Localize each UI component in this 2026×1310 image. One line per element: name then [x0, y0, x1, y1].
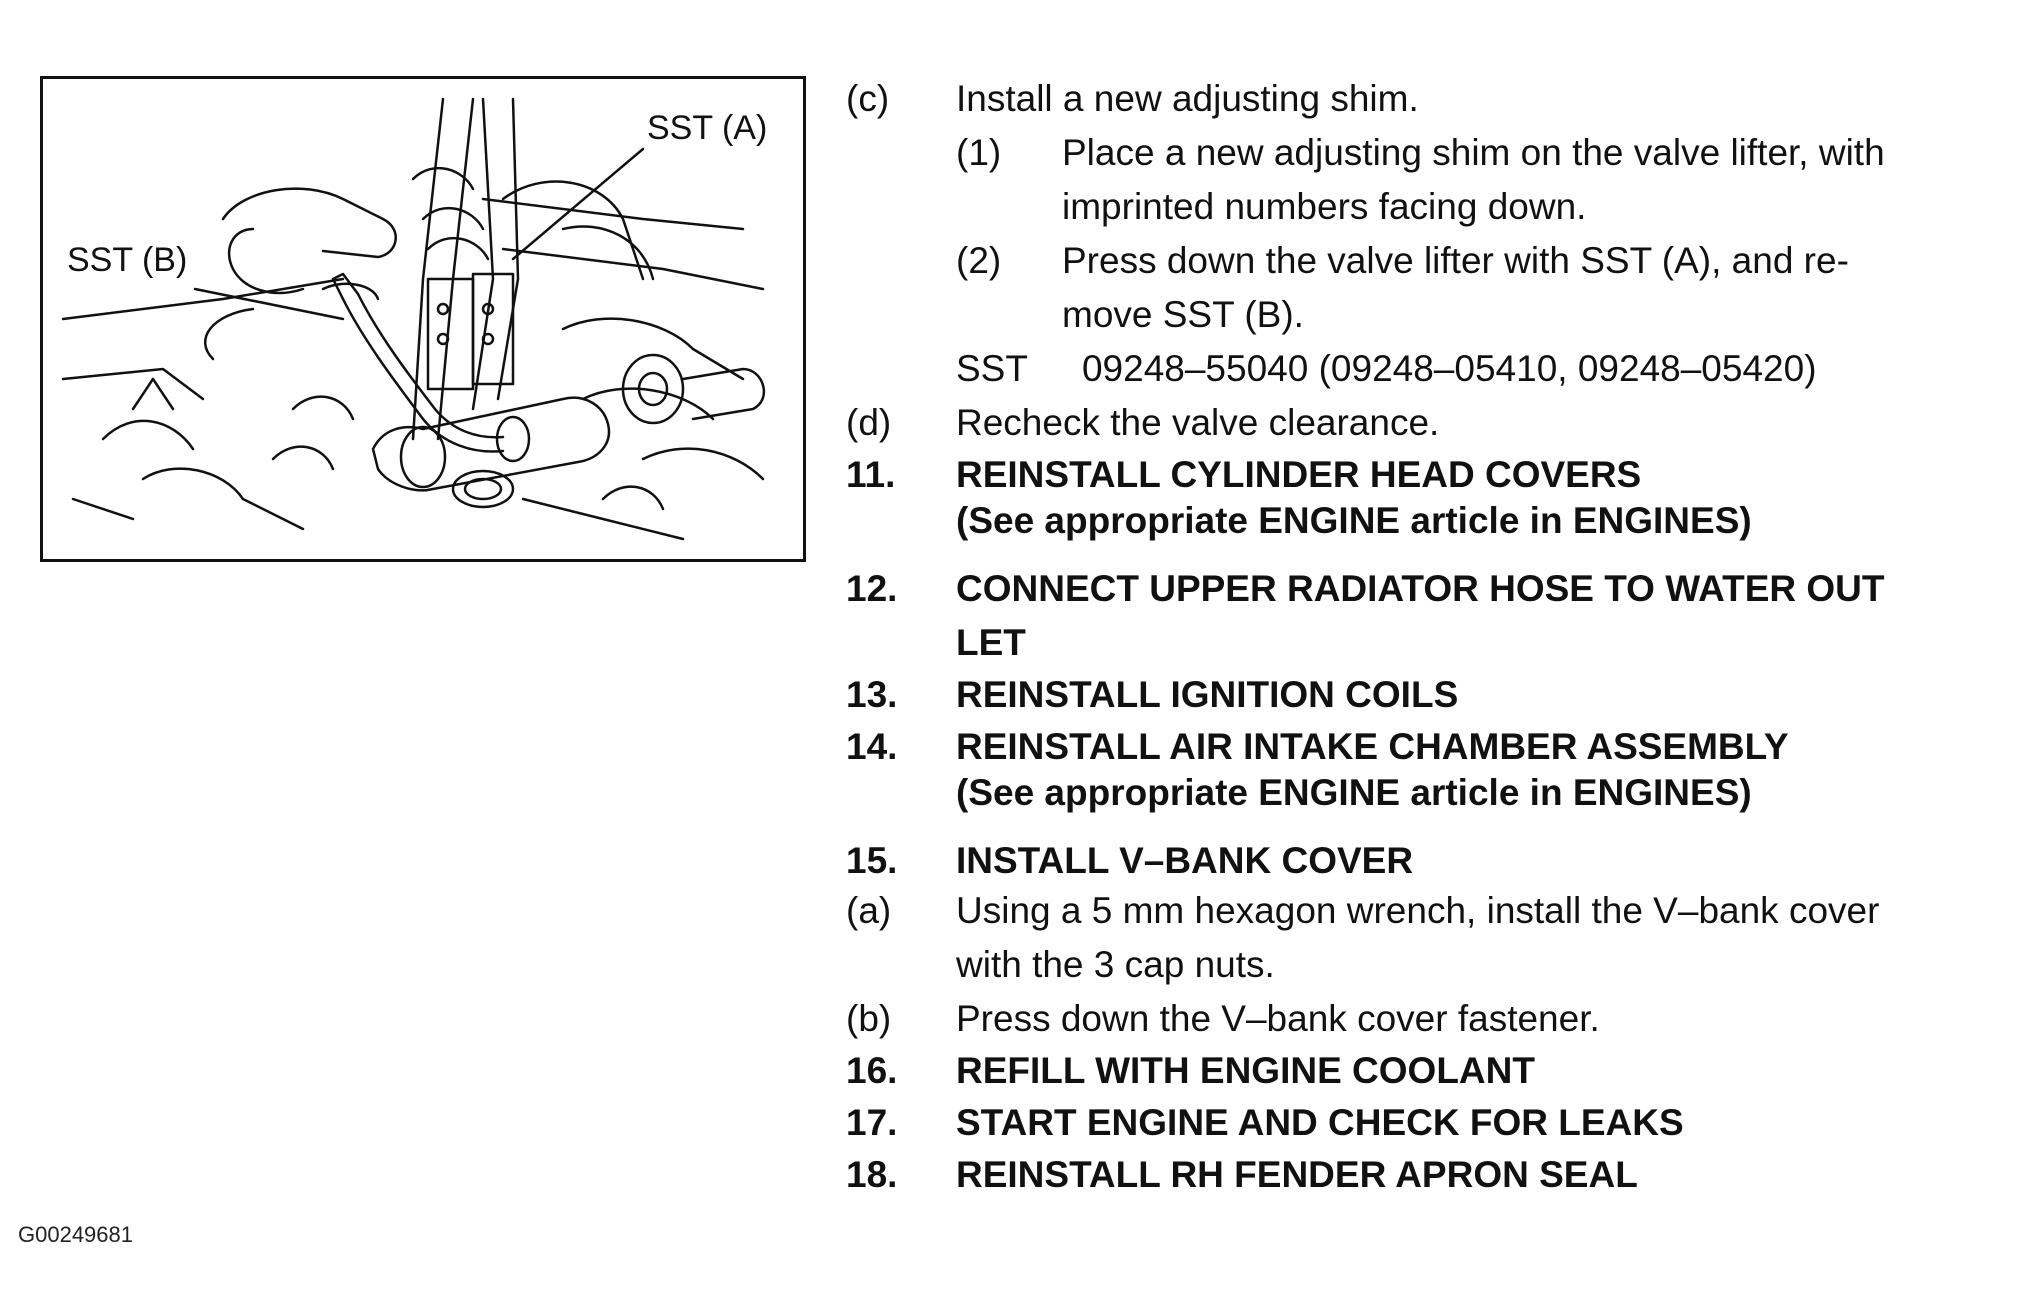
sst-a-callout: SST (A)	[645, 109, 770, 147]
valve-lifter-illustration	[61, 97, 765, 541]
step-11-note: (See appropriate ENGINE article in ENGIN…	[956, 500, 1752, 541]
step-16-number: 16.	[846, 1050, 898, 1091]
step-15a-line1: Using a 5 mm hexagon wrench, install the…	[956, 890, 1880, 931]
step-c1: (1) Place a new adjusting shim on the va…	[846, 126, 2016, 234]
step-13-number: 13.	[846, 674, 898, 715]
sst-spec: SST 09248–55040 (09248–05410, 09248–05420…	[956, 342, 2016, 396]
step-18: 18. REINSTALL RH FENDER APRON SEAL	[846, 1152, 2016, 1198]
step-c2-line1: Press down the valve lifter with SST (A)…	[1062, 240, 1849, 281]
step-15b-marker: (b)	[846, 998, 892, 1039]
step-12-number: 12.	[846, 568, 898, 609]
step-c2-marker: (2)	[956, 240, 1002, 281]
step-11: 11. REINSTALL CYLINDER HEAD COVERS	[846, 452, 2016, 498]
step-15: 15. INSTALL V–BANK COVER	[846, 838, 2016, 884]
step-c: (c) Install a new adjusting shim.	[846, 72, 2016, 126]
step-c2-line2: move SST (B).	[1062, 294, 1304, 335]
sst-b-callout: SST (B)	[65, 241, 190, 279]
step-14: 14. REINSTALL AIR INTAKE CHAMBER ASSEMBL…	[846, 724, 2016, 770]
step-15-number: 15.	[846, 840, 898, 881]
procedure-steps: (c) Install a new adjusting shim. (1) Pl…	[846, 72, 2016, 1198]
step-14-note: (See appropriate ENGINE article in ENGIN…	[956, 772, 1752, 813]
step-c1-line1: Place a new adjusting shim on the valve …	[1062, 132, 1885, 173]
step-17-text: START ENGINE AND CHECK FOR LEAKS	[956, 1102, 1684, 1143]
step-12-line2: LET	[956, 622, 1026, 663]
step-14-number: 14.	[846, 726, 898, 767]
illustration-panel: SST (A) SST (B)	[40, 76, 806, 562]
step-17: 17. START ENGINE AND CHECK FOR LEAKS	[846, 1100, 2016, 1146]
step-12: 12. CONNECT UPPER RADIATOR HOSE TO WATER…	[846, 566, 2016, 666]
step-18-text: REINSTALL RH FENDER APRON SEAL	[956, 1154, 1638, 1195]
step-18-number: 18.	[846, 1154, 898, 1195]
step-15b-text: Press down the V–bank cover fastener.	[956, 998, 1600, 1039]
step-d-text: Recheck the valve clearance.	[956, 402, 1440, 443]
step-16-text: REFILL WITH ENGINE COOLANT	[956, 1050, 1535, 1091]
step-15b: (b) Press down the V–bank cover fastener…	[846, 992, 2016, 1046]
step-11-text: REINSTALL CYLINDER HEAD COVERS	[956, 454, 1642, 495]
step-15-text: INSTALL V–BANK COVER	[956, 840, 1414, 881]
step-d: (d) Recheck the valve clearance.	[846, 396, 2016, 450]
sst-label: SST	[956, 348, 1028, 389]
figure-id: G00249681	[18, 1222, 133, 1247]
step-c-text: Install a new adjusting shim.	[956, 78, 1419, 119]
step-12-line1: CONNECT UPPER RADIATOR HOSE TO WATER OUT	[956, 568, 1885, 609]
sst-code: 09248–55040 (09248–05410, 09248–05420)	[1081, 348, 1817, 389]
step-d-marker: (d)	[846, 402, 892, 443]
step-c-marker: (c)	[846, 78, 890, 119]
step-14-text: REINSTALL AIR INTAKE CHAMBER ASSEMBLY	[956, 726, 1789, 767]
step-c2: (2) Press down the valve lifter with SST…	[846, 234, 2016, 342]
step-11-number: 11.	[846, 454, 896, 495]
step-16: 16. REFILL WITH ENGINE COOLANT	[846, 1048, 2016, 1094]
step-c1-marker: (1)	[956, 132, 1002, 173]
step-15a-line2: with the 3 cap nuts.	[956, 944, 1275, 985]
step-13-text: REINSTALL IGNITION COILS	[956, 674, 1459, 715]
step-c1-line2: imprinted numbers facing down.	[1062, 186, 1587, 227]
step-17-number: 17.	[846, 1102, 898, 1143]
step-15a-marker: (a)	[846, 890, 892, 931]
step-13: 13. REINSTALL IGNITION COILS	[846, 672, 2016, 718]
step-15a: (a) Using a 5 mm hexagon wrench, install…	[846, 884, 2016, 992]
